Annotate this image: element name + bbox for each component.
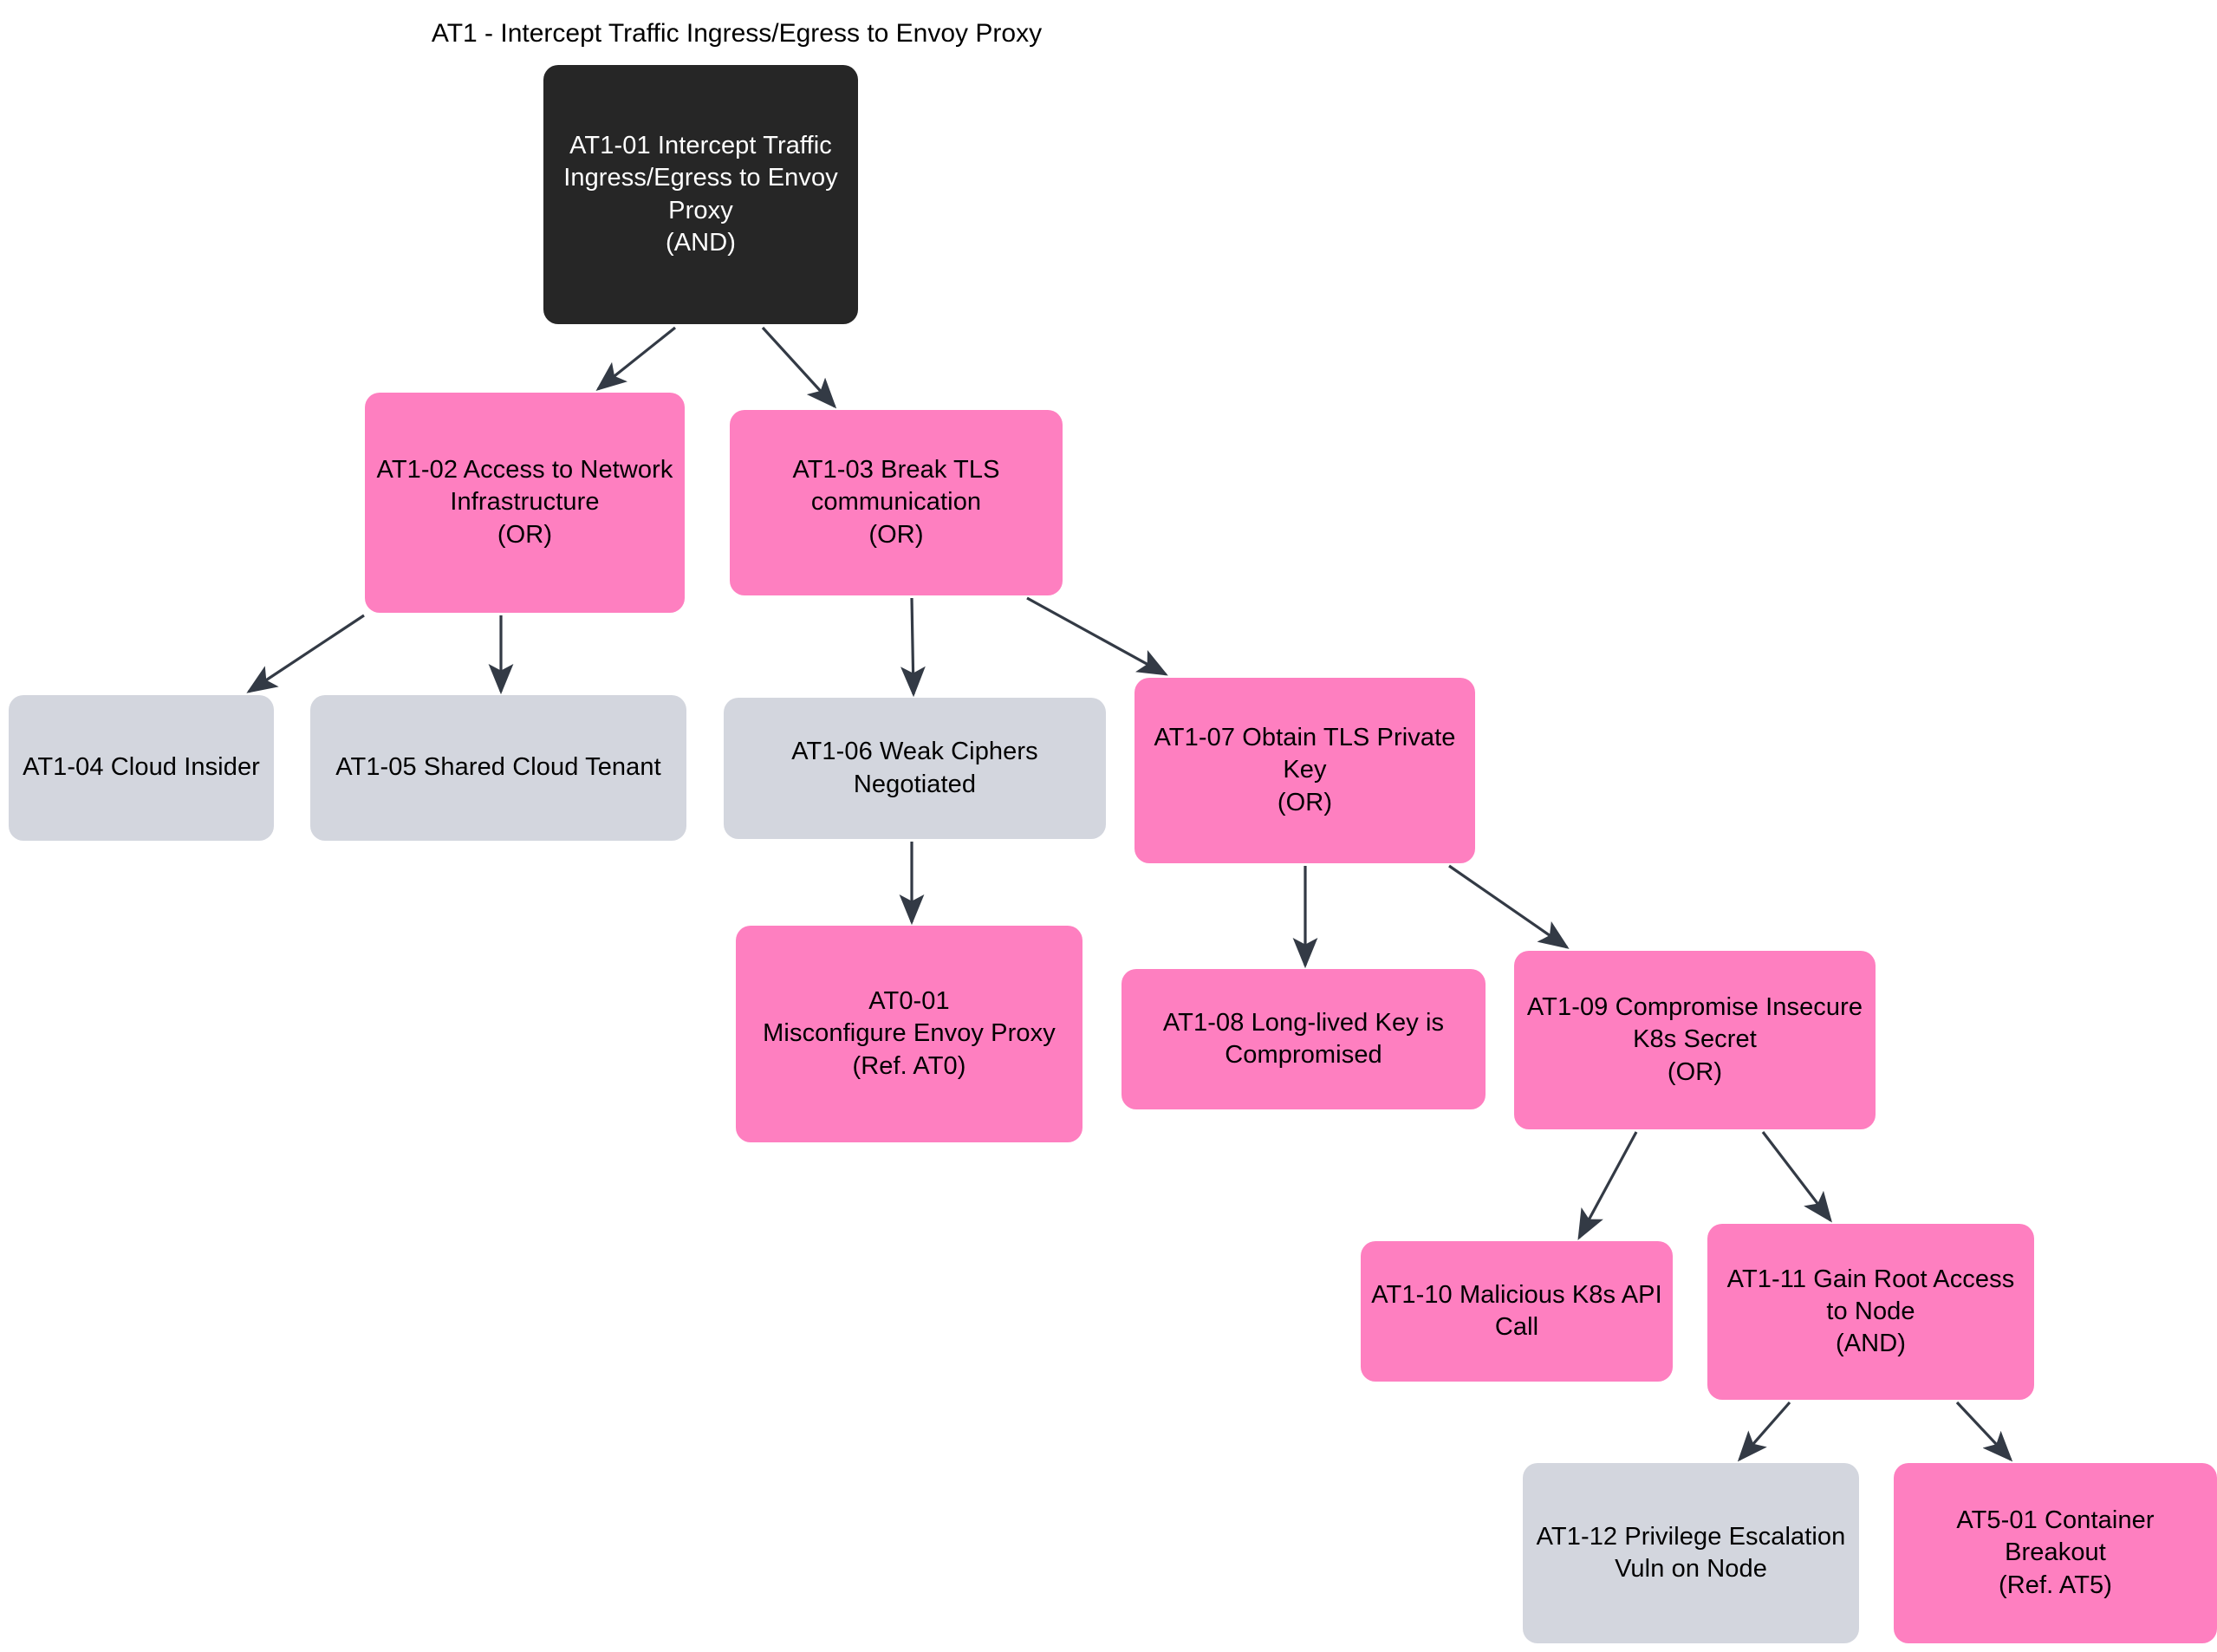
edge-at1-09-to-at1-10	[1577, 1131, 1638, 1240]
node-label: AT1-04 Cloud Insider	[23, 753, 260, 782]
node-at1-03[interactable]: AT1-03 Break TLS communication (OR)	[730, 410, 1063, 595]
node-label: AT1-12 Privilege Escalation Vuln on Node	[1536, 1522, 1846, 1583]
node-at1-08[interactable]: AT1-08 Long-lived Key is Compromised	[1122, 969, 1486, 1109]
node-label: AT1-10 Malicious K8s API Call	[1371, 1280, 1662, 1341]
edge-at1-02-to-at1-04	[246, 614, 365, 693]
node-at1-10[interactable]: AT1-10 Malicious K8s API Call	[1361, 1241, 1673, 1382]
node-label: AT1-09 Compromise Insecure K8s Secret (O…	[1526, 993, 1863, 1086]
node-at1-02[interactable]: AT1-02 Access to Network Infrastructure …	[365, 393, 685, 613]
edge-at1-03-to-at1-07	[1026, 596, 1168, 676]
node-label: AT1-02 Access to Network Infrastructure …	[376, 456, 673, 549]
node-label: AT1-05 Shared Cloud Tenant	[335, 753, 661, 782]
edge-at1-09-to-at1-11	[1761, 1131, 1832, 1223]
node-at1-07[interactable]: AT1-07 Obtain TLS Private Key (OR)	[1135, 678, 1475, 863]
node-at1-06[interactable]: AT1-06 Weak Ciphers Negotiated	[724, 698, 1106, 839]
node-at1-01[interactable]: AT1-01 Intercept Traffic Ingress/Egress …	[543, 65, 858, 324]
node-label: AT0-01 Misconfigure Envoy Proxy (Ref. AT…	[763, 987, 1056, 1080]
node-label: AT1-01 Intercept Traffic Ingress/Egress …	[563, 132, 838, 257]
node-label: AT1-07 Obtain TLS Private Key (OR)	[1154, 724, 1456, 816]
node-label: AT1-08 Long-lived Key is Compromised	[1162, 1008, 1445, 1069]
edge-at1-11-to-at1-12	[1737, 1401, 1791, 1462]
edge-at1-01-to-at1-03	[761, 326, 837, 409]
node-label: AT5-01 Container Breakout (Ref. AT5)	[1956, 1506, 2155, 1599]
edge-at1-01-to-at1-02	[595, 326, 676, 391]
node-label: AT1-11 Gain Root Access to Node (AND)	[1726, 1265, 2015, 1358]
page-title: AT1 - Intercept Traffic Ingress/Egress t…	[431, 19, 1043, 48]
edge-at1-07-to-at1-09	[1448, 864, 1570, 949]
node-at1-04[interactable]: AT1-04 Cloud Insider	[9, 695, 274, 841]
edge-at1-03-to-at1-06	[900, 597, 926, 698]
node-at1-12[interactable]: AT1-12 Privilege Escalation Vuln on Node	[1523, 1463, 1859, 1643]
node-label: AT1-03 Break TLS communication (OR)	[792, 456, 1000, 549]
node-at1-09[interactable]: AT1-09 Compromise Insecure K8s Secret (O…	[1514, 951, 1876, 1129]
node-at1-11[interactable]: AT1-11 Gain Root Access to Node (AND)	[1707, 1224, 2034, 1400]
node-at1-05[interactable]: AT1-05 Shared Cloud Tenant	[310, 695, 686, 841]
edge-at1-11-to-at5-01	[1955, 1401, 2013, 1462]
node-at0-01[interactable]: AT0-01 Misconfigure Envoy Proxy (Ref. AT…	[736, 926, 1082, 1142]
node-label: AT1-06 Weak Ciphers Negotiated	[791, 738, 1038, 798]
node-at5-01[interactable]: AT5-01 Container Breakout (Ref. AT5)	[1894, 1463, 2217, 1643]
